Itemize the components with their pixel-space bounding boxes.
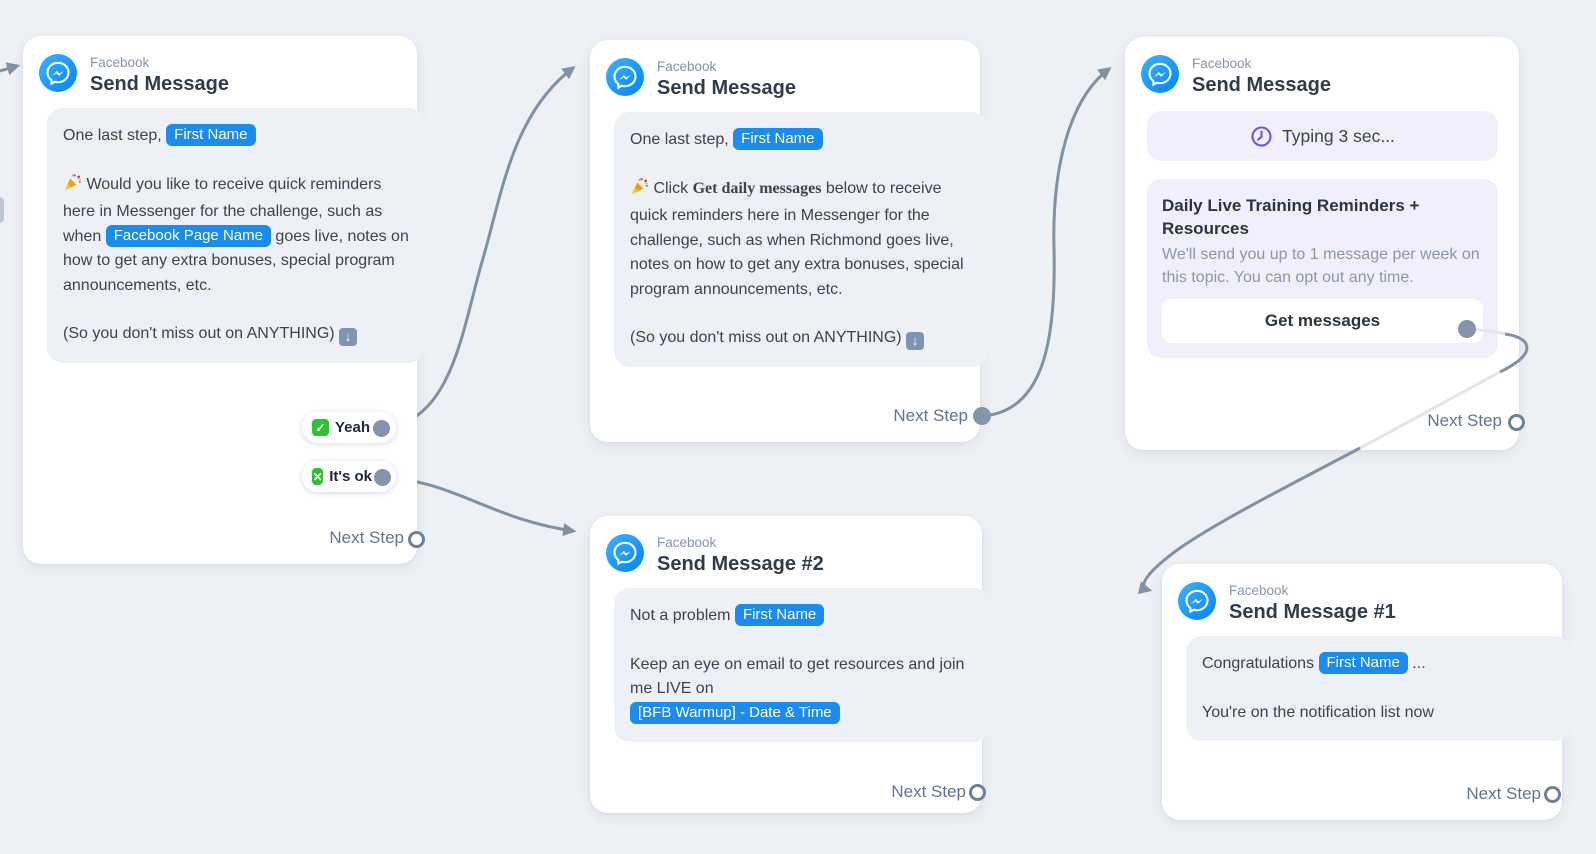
edge-entry-n1: [0, 62, 21, 76]
topic-title: Daily Live Training Reminders + Resource…: [1162, 196, 1420, 238]
node-header: Facebook Send Message: [606, 58, 796, 101]
party-popper-emoji: [630, 177, 649, 205]
variable-tag[interactable]: Facebook Page Name: [105, 224, 271, 247]
message-bubble: One last step, First Name Would you like…: [47, 108, 425, 363]
port-n4-nextstep[interactable]: [968, 783, 986, 801]
message-bubble: Congratulations First Name ...You're on …: [1186, 636, 1570, 741]
variable-tag[interactable]: First Name: [733, 128, 823, 150]
port-n1-nextstep[interactable]: [407, 530, 425, 548]
node-app-label: Facebook: [90, 55, 150, 70]
quick-reply-label: It's ok: [329, 468, 372, 485]
cross-emoji: [312, 468, 324, 485]
quick-reply-label: Yeah: [335, 419, 371, 436]
nextstep-label-n4: Next Step: [891, 782, 966, 801]
typing-delay-row[interactable]: Typing 3 sec...: [1147, 111, 1498, 161]
node-title: Send Message: [1192, 74, 1331, 96]
message-bubble: One last step, First Name Click Get dail…: [614, 112, 988, 367]
party-popper-emoji: [63, 173, 82, 201]
node-title: Send Message: [90, 73, 229, 95]
get-messages-button[interactable]: Get messages: [1162, 299, 1483, 343]
messenger-icon: [1178, 582, 1216, 620]
node-header: Facebook Send Message: [39, 54, 229, 97]
nextstep-label-n2: Next Step: [893, 406, 968, 425]
node-app-label: Facebook: [657, 59, 717, 74]
edge-n2-to-n3: [981, 67, 1112, 418]
node-app-label: Facebook: [1192, 56, 1252, 71]
port-n5-nextstep[interactable]: [1543, 785, 1561, 803]
topic-subtitle: We'll send you up to 1 message per week …: [1162, 246, 1480, 286]
node-send-message-1[interactable]: Facebook Send Message #1 Congratulations…: [1162, 564, 1570, 820]
nextstep-label-n3: Next Step: [1427, 411, 1502, 430]
variable-tag[interactable]: [BFB Warmup] - Date & Time: [630, 701, 840, 724]
typing-label: Typing 3 sec...: [1282, 125, 1395, 146]
messenger-icon: [606, 534, 644, 572]
node-app-label: Facebook: [657, 535, 717, 550]
down-arrow-emoji: ↓: [906, 331, 925, 350]
nextstep-label-n5: Next Step: [1466, 784, 1541, 803]
node-app-label: Facebook: [1229, 583, 1289, 598]
variable-tag[interactable]: First Name: [1318, 652, 1408, 674]
variable-tag[interactable]: First Name: [166, 124, 256, 146]
down-arrow-emoji: ↓: [339, 327, 358, 346]
node-title: Send Message: [657, 77, 796, 99]
message-topic-block: Daily Live Training Reminders + Resource…: [1147, 179, 1498, 358]
node-title: Send Message #2: [657, 553, 824, 575]
node-send-message-right[interactable]: Facebook Send Message Typing 3 sec... Da…: [1125, 37, 1519, 450]
offscreen-connector-stub: [0, 197, 4, 223]
quick-reply-yeah[interactable]: Yeah: [302, 412, 396, 443]
port-getmessages-out[interactable]: [1458, 320, 1476, 338]
node-header: Facebook Send Message #2: [606, 534, 824, 577]
port-yeah-out[interactable]: [372, 419, 390, 437]
nextstep-label-n1: Next Step: [329, 528, 404, 547]
check-emoji: [312, 419, 329, 436]
variable-tag[interactable]: First Name: [734, 604, 825, 626]
node-header: Facebook Send Message #1: [1178, 582, 1396, 625]
bold-text: Get daily messages: [692, 179, 822, 197]
port-n3-nextstep[interactable]: [1507, 413, 1525, 431]
messenger-icon: [1141, 55, 1179, 93]
port-itsok-out[interactable]: [373, 468, 391, 486]
clock-icon: [1251, 125, 1272, 147]
messenger-icon: [606, 58, 644, 96]
messenger-icon: [39, 54, 77, 92]
node-title: Send Message #1: [1229, 601, 1396, 623]
node-send-message-2[interactable]: Facebook Send Message #2 Not a problem F…: [590, 516, 990, 813]
node-header: Facebook Send Message: [1141, 55, 1331, 98]
port-n2-nextstep-out[interactable]: [973, 407, 991, 425]
node-send-message-mid[interactable]: Facebook Send Message One last step, Fir…: [590, 40, 988, 442]
